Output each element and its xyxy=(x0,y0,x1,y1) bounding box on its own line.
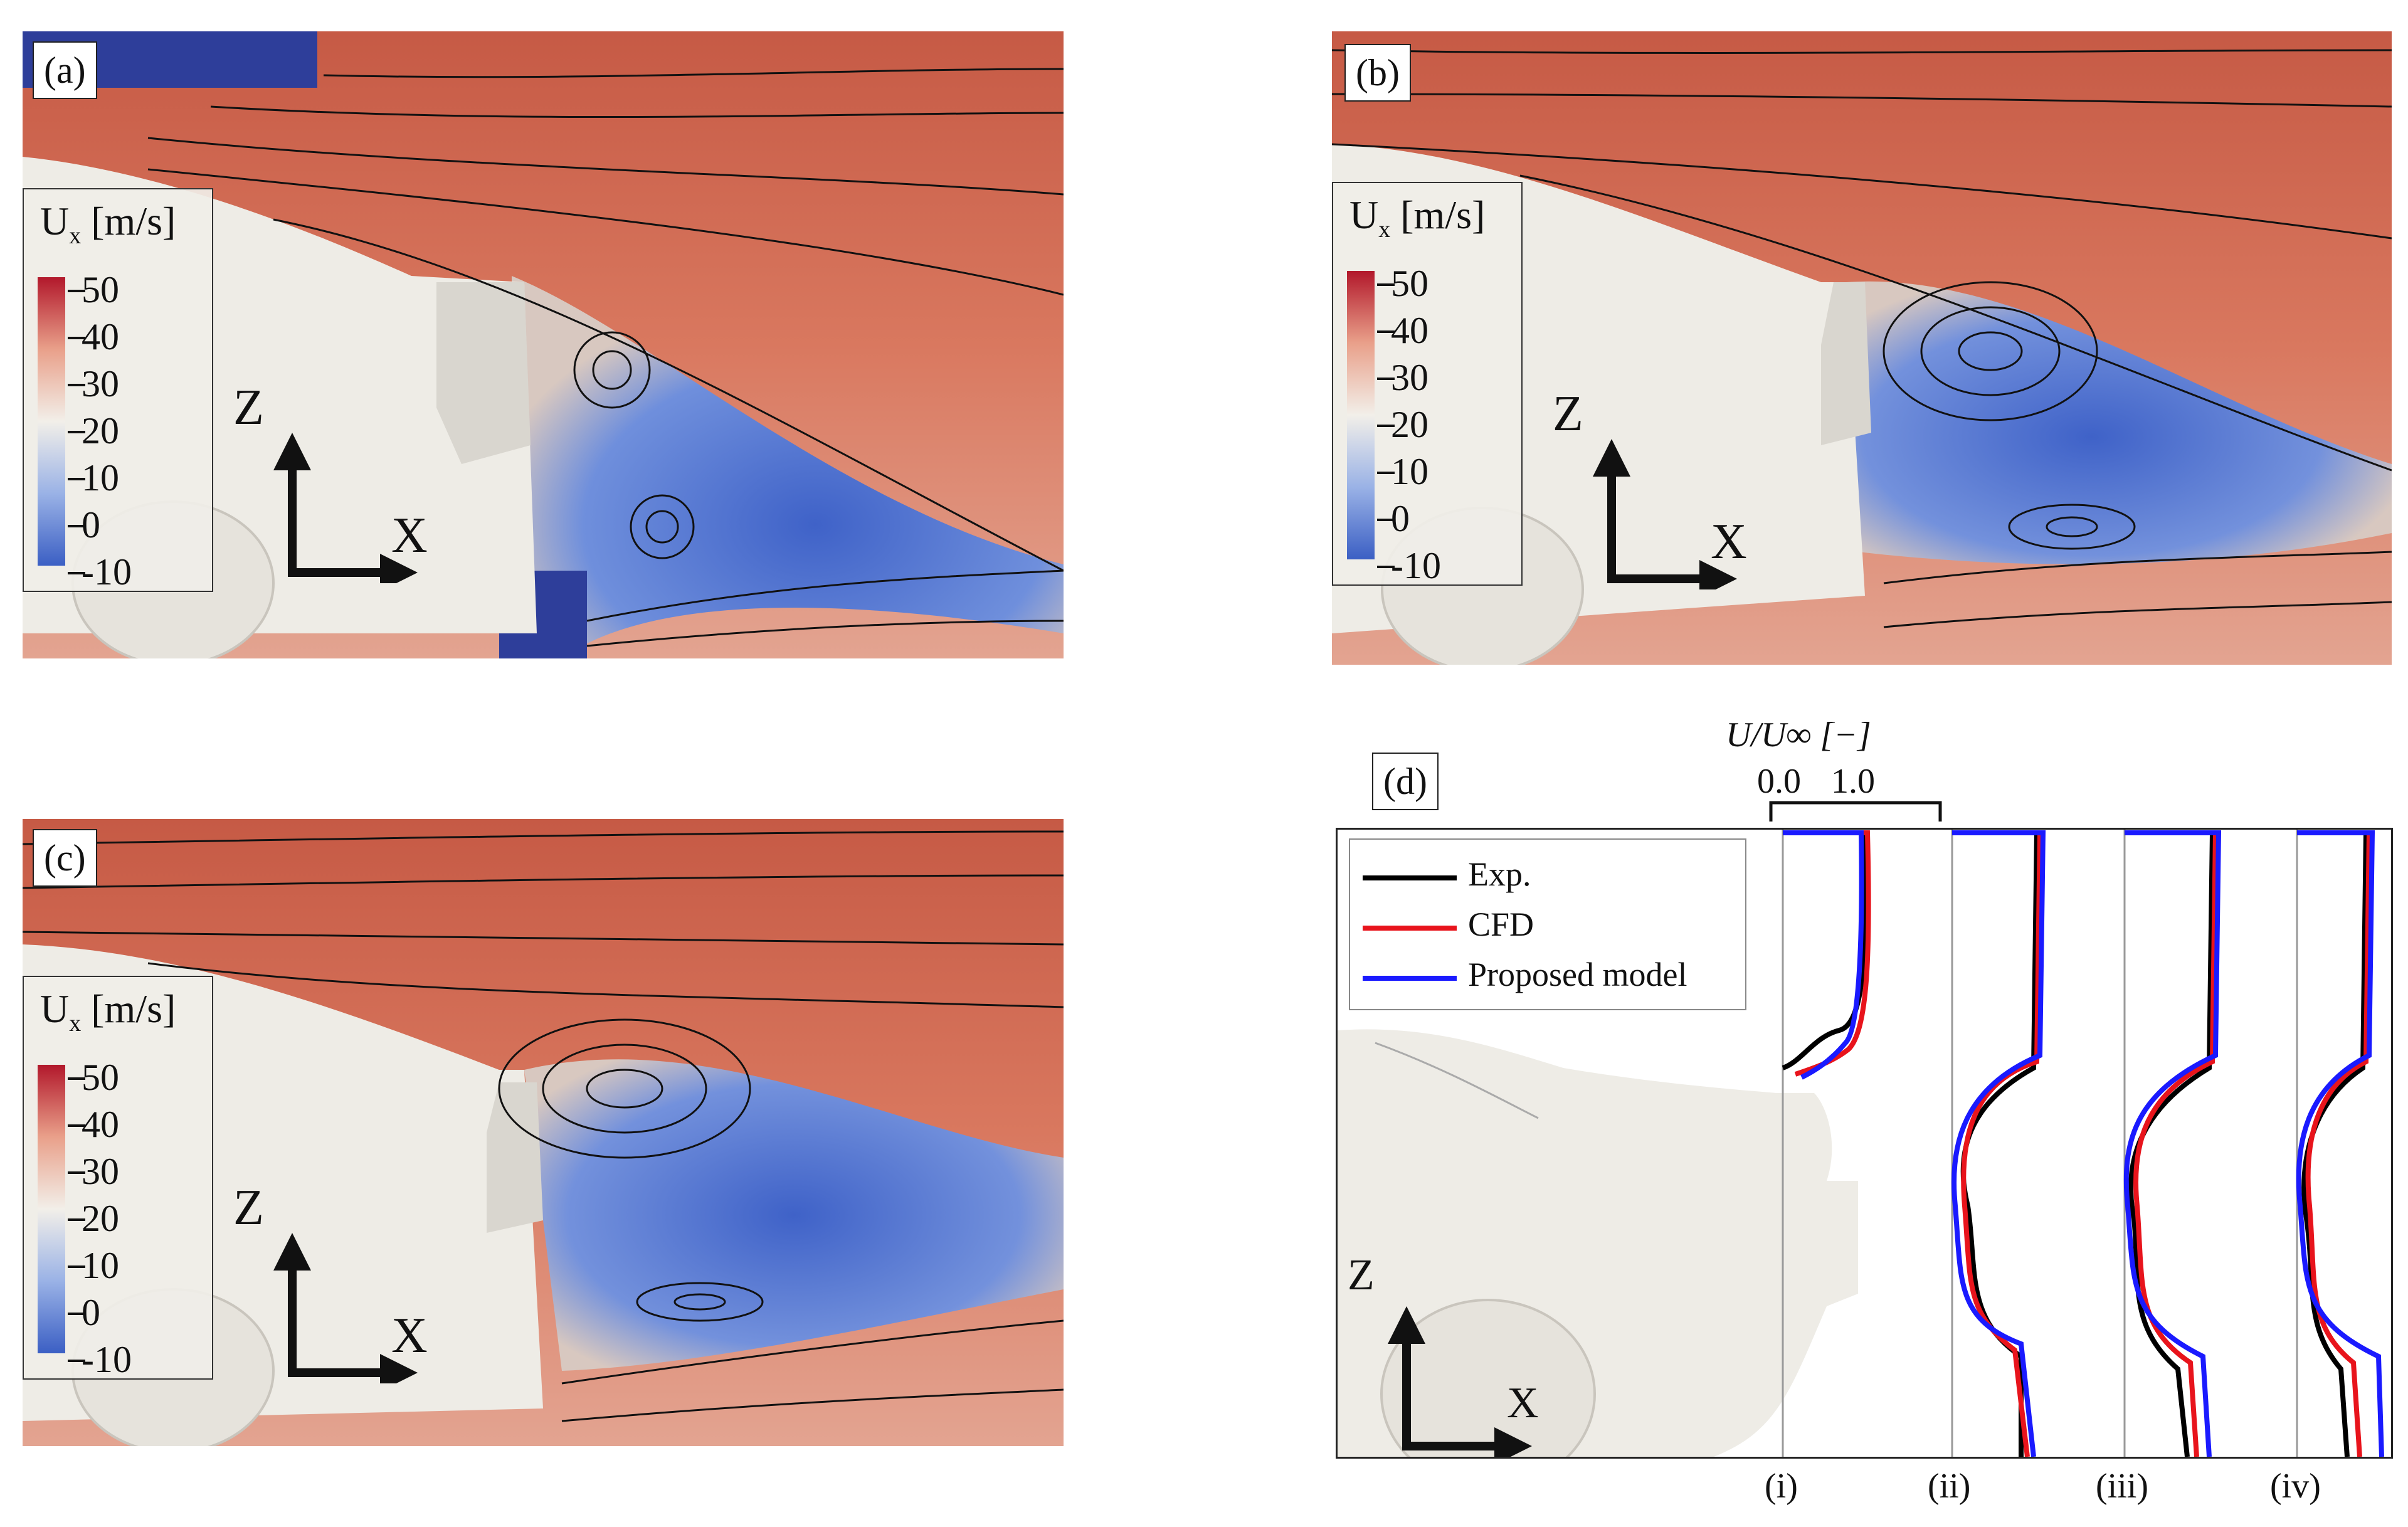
colorbar-tick-20-b: 20 xyxy=(1377,404,1428,445)
axes-arrows-d xyxy=(1388,1306,1532,1457)
x-axis-label-d: X xyxy=(1507,1379,1539,1427)
colorbar-tick-50: 50 xyxy=(68,269,119,310)
colorbar-tick-40-c: 40 xyxy=(68,1104,119,1145)
station-iv-label: (iv) xyxy=(2270,1467,2321,1506)
colorbar-tick-50-c: 50 xyxy=(68,1057,119,1098)
panel-b: (b) Ux [m/s] 50 40 30 20 10 0 -10 Z X xyxy=(1332,31,2392,665)
colorbar-tick-0-c: 0 xyxy=(68,1292,100,1333)
profile-plot-frame: Exp. CFD Proposed model Z X xyxy=(1336,828,2393,1459)
colorbar-tick-50-b: 50 xyxy=(1377,263,1428,304)
colorbar-gradient-c xyxy=(38,1065,65,1353)
panel-d: (d) U/U∞ [−] 0.0 1.0 xyxy=(1336,715,2395,1524)
colorbar-title-c: Ux [m/s] xyxy=(40,986,176,1037)
z-axis-label-b: Z xyxy=(1553,386,1583,441)
x-axis-label: X xyxy=(391,508,428,563)
z-axis-label-c: Z xyxy=(233,1180,264,1235)
colorbar-tick-30: 30 xyxy=(68,363,119,404)
axes-arrows-b xyxy=(1593,439,1737,589)
colorbar-tick-neg10-c: -10 xyxy=(68,1339,132,1380)
colorbar-tick-10-c: 10 xyxy=(68,1245,119,1286)
scale-right: 1.0 xyxy=(1831,762,1875,801)
legend-exp: Exp. xyxy=(1363,855,1531,894)
panel-a-label: (a) xyxy=(33,41,97,99)
z-axis-label: Z xyxy=(233,380,264,435)
panel-d-label: (d) xyxy=(1372,753,1439,810)
colorbar-legend-b: Ux [m/s] 50 40 30 20 10 0 -10 xyxy=(1332,182,1523,586)
scale-bracket xyxy=(1769,801,1942,822)
colorbar-legend-c: Ux [m/s] 50 40 30 20 10 0 -10 xyxy=(23,976,213,1380)
scale-left: 0.0 xyxy=(1757,762,1801,801)
panel-c-label: (c) xyxy=(33,829,97,887)
profile-legend: Exp. CFD Proposed model xyxy=(1349,838,1746,1010)
x-axis-label-c: X xyxy=(391,1308,428,1363)
panel-a: (a) Ux [m/s] 50 40 30 20 10 0 -10 Z X xyxy=(23,31,1064,658)
colorbar-tick-40-b: 40 xyxy=(1377,310,1428,351)
legend-proposed-model: Proposed model xyxy=(1363,955,1687,994)
station-iii-label: (iii) xyxy=(2096,1467,2148,1506)
z-axis-label-d: Z xyxy=(1348,1251,1375,1299)
colorbar-tick-20: 20 xyxy=(68,410,119,452)
legend-cfd: CFD xyxy=(1363,905,1534,944)
colorbar-tick-0: 0 xyxy=(68,504,100,546)
colorbar-tick-0-b: 0 xyxy=(1377,498,1410,539)
colorbar-legend: Ux [m/s] 50 40 30 20 10 0 -10 xyxy=(23,188,213,592)
velocity-ratio-label: U/U∞ [−] xyxy=(1726,716,1871,754)
colorbar-title: Ux [m/s] xyxy=(40,199,176,249)
colorbar-tick-30-c: 30 xyxy=(68,1151,119,1192)
colorbar-tick-40: 40 xyxy=(68,316,119,357)
colorbar-title-b: Ux [m/s] xyxy=(1349,193,1486,243)
profile-plot-svg xyxy=(1338,830,2384,1457)
station-i-label: (i) xyxy=(1765,1467,1798,1506)
colorbar-gradient-b xyxy=(1347,271,1375,559)
station-ii-label: (ii) xyxy=(1928,1467,1971,1506)
x-axis-label-b: X xyxy=(1711,514,1747,569)
colorbar-tick-20-c: 20 xyxy=(68,1198,119,1239)
colorbar-gradient xyxy=(38,277,65,566)
panel-b-label: (b) xyxy=(1344,44,1411,102)
axes-arrows-a xyxy=(273,433,418,583)
colorbar-tick-10-b: 10 xyxy=(1377,451,1428,492)
panel-c: (c) Ux [m/s] 50 40 30 20 10 0 -10 Z X xyxy=(23,819,1064,1446)
colorbar-tick-30-b: 30 xyxy=(1377,357,1428,398)
axes-arrows-c xyxy=(273,1233,418,1383)
colorbar-tick-neg10: -10 xyxy=(68,551,132,593)
colorbar-tick-10: 10 xyxy=(68,457,119,499)
colorbar-tick-neg10-b: -10 xyxy=(1377,545,1441,586)
